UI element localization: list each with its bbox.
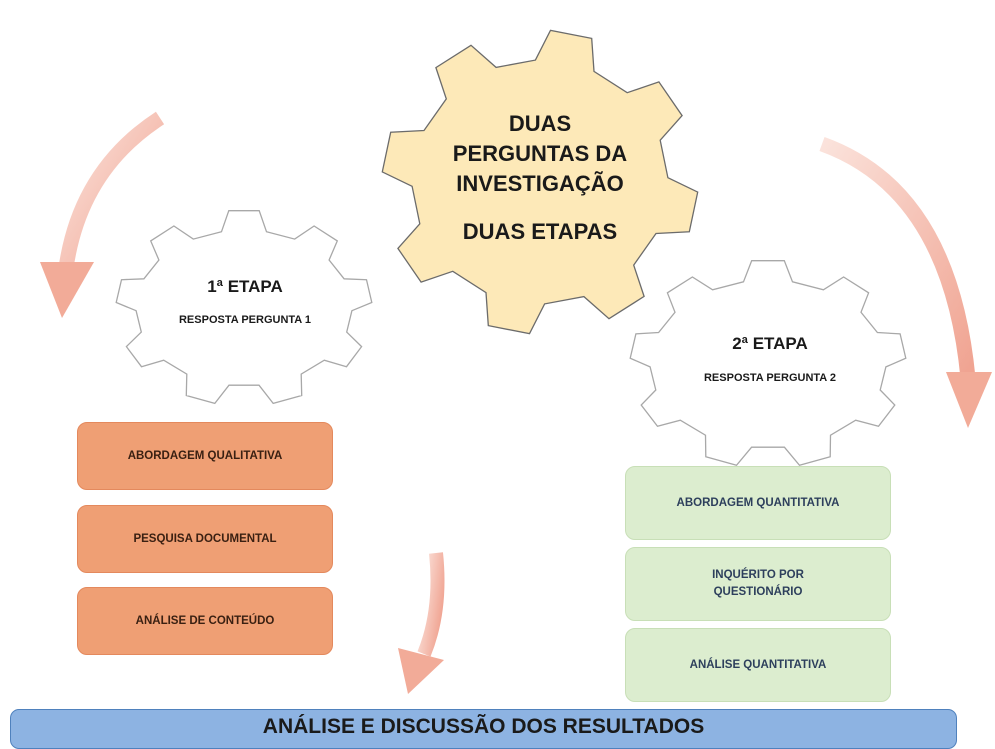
stage1-title: 1ª ETAPA bbox=[207, 277, 283, 296]
stage1-step-label: ANÁLISE DE CONTEÚDO bbox=[135, 614, 275, 627]
stage1-gear-shape bbox=[115, 210, 373, 405]
stage1-step-content-analysis: ANÁLISE DE CONTEÚDO bbox=[77, 587, 333, 655]
results-discussion-label: ANÁLISE E DISCUSSÃO DOS RESULTADOS bbox=[262, 715, 705, 738]
center-gear-line-1: DUAS bbox=[508, 111, 572, 136]
stage1-subtitle: RESPOSTA PERGUNTA 1 bbox=[178, 314, 312, 326]
results-discussion-bar: ANÁLISE E DISCUSSÃO DOS RESULTADOS bbox=[10, 709, 957, 749]
stage2-step-label: ABORDAGEM QUANTITATIVA bbox=[676, 496, 840, 509]
center-gear-line-3: INVESTIGAÇÃO bbox=[456, 171, 624, 196]
stage1-step-qualitative: ABORDAGEM QUALITATIVA bbox=[77, 422, 333, 490]
stage2-step-questionnaire: INQUÉRITO POR QUESTIONÁRIO bbox=[625, 547, 891, 621]
stage2-step-quantitative: ABORDAGEM QUANTITATIVA bbox=[625, 466, 891, 540]
stage2-title: 2ª ETAPA bbox=[732, 334, 808, 353]
stage1-step-label: PESQUISA DOCUMENTAL bbox=[133, 532, 277, 545]
stage1-step-documentary: PESQUISA DOCUMENTAL bbox=[77, 505, 333, 573]
stage2-step-label: INQUÉRITO POR QUESTIONÁRIO bbox=[712, 569, 804, 598]
arrow-right-curve bbox=[819, 136, 992, 428]
arrow-left-curve bbox=[40, 111, 165, 318]
center-gear-shape bbox=[381, 29, 699, 335]
center-gear-line-2: PERGUNTAS DA bbox=[452, 141, 628, 166]
arrow-center-down bbox=[398, 552, 445, 694]
center-gear-line-4: DUAS ETAPAS bbox=[462, 219, 618, 244]
stage2-subtitle: RESPOSTA PERGUNTA 2 bbox=[703, 372, 837, 384]
stage2-step-label: ANÁLISE QUANTITATIVA bbox=[689, 658, 827, 671]
stage2-gear-shape bbox=[629, 260, 907, 467]
stage1-step-label: ABORDAGEM QUALITATIVA bbox=[127, 449, 283, 462]
stage2-step-quantitative-analysis: ANÁLISE QUANTITATIVA bbox=[625, 628, 891, 702]
